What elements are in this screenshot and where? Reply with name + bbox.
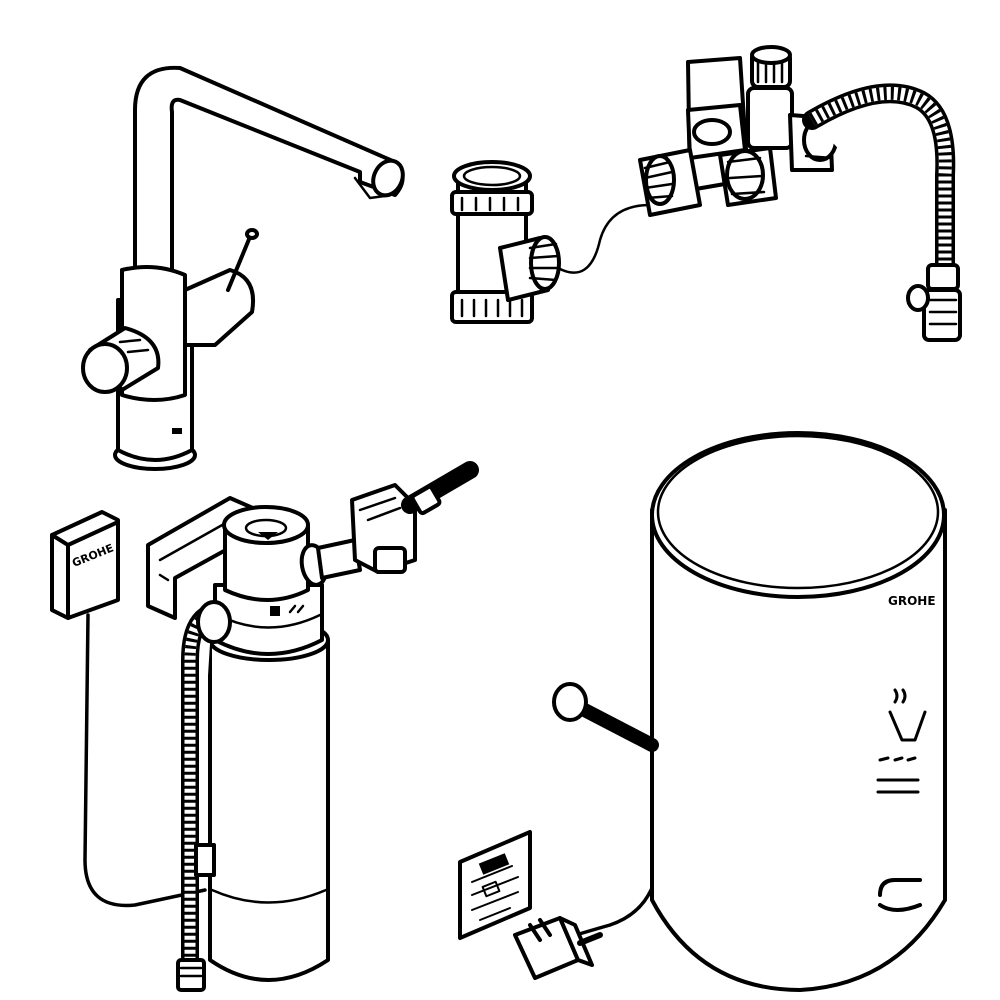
- kitchen-faucet: [81, 65, 405, 471]
- remote-display-box: GROHE: [50, 510, 207, 908]
- boiler-brand-label: GROHE: [888, 594, 936, 608]
- boiler-tank: GROHE: [552, 431, 947, 992]
- tee-connector: [450, 160, 652, 324]
- power-plug: [513, 916, 603, 980]
- mixing-valve-assembly: [638, 45, 962, 342]
- grohe-symbol-icon: [878, 878, 922, 912]
- hot-water-cup-icon: [876, 688, 927, 794]
- label-sticker: [458, 830, 532, 940]
- water-filter-unit: [146, 461, 479, 992]
